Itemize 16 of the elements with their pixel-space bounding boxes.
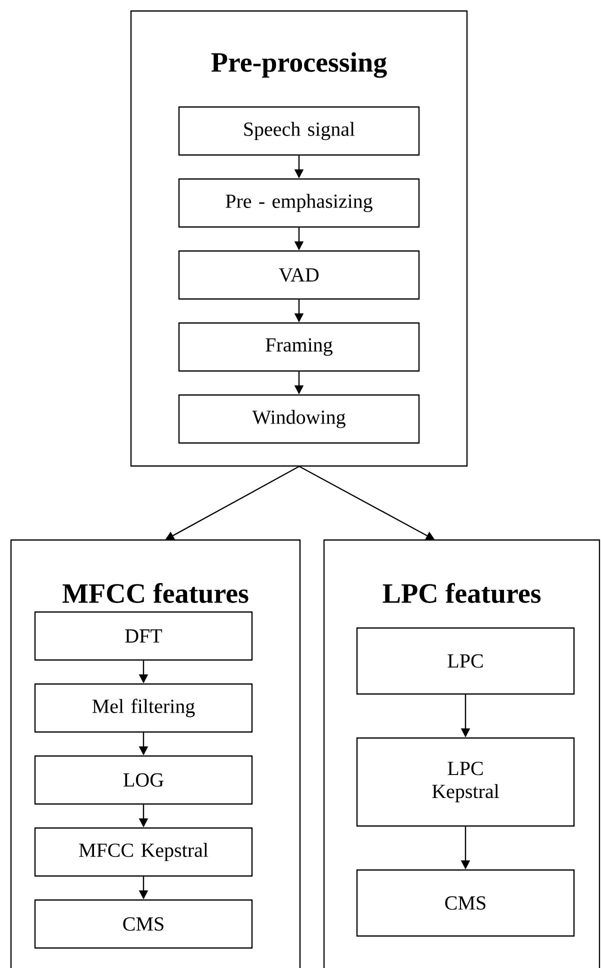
process-box: Mel filtering xyxy=(34,683,253,733)
process-box: LPC xyxy=(356,627,575,695)
process-box: MFCC Kepstral xyxy=(34,827,253,877)
process-box: DFT xyxy=(34,611,253,661)
process-box: CMS xyxy=(34,899,253,949)
process-box: CMS xyxy=(356,869,575,937)
process-box: VAD xyxy=(178,250,420,300)
process-box: Framing xyxy=(178,322,420,372)
group-title: MFCC features xyxy=(62,582,248,604)
process-box: LOG xyxy=(34,755,253,805)
process-box: LPC Kepstral xyxy=(356,737,575,827)
process-box: Speech signal xyxy=(178,106,420,156)
group-title: LPC features xyxy=(382,582,541,604)
group-title: Pre-processing xyxy=(211,52,387,78)
process-box: Windowing xyxy=(178,394,420,444)
process-box: Pre - emphasizing xyxy=(178,178,420,228)
